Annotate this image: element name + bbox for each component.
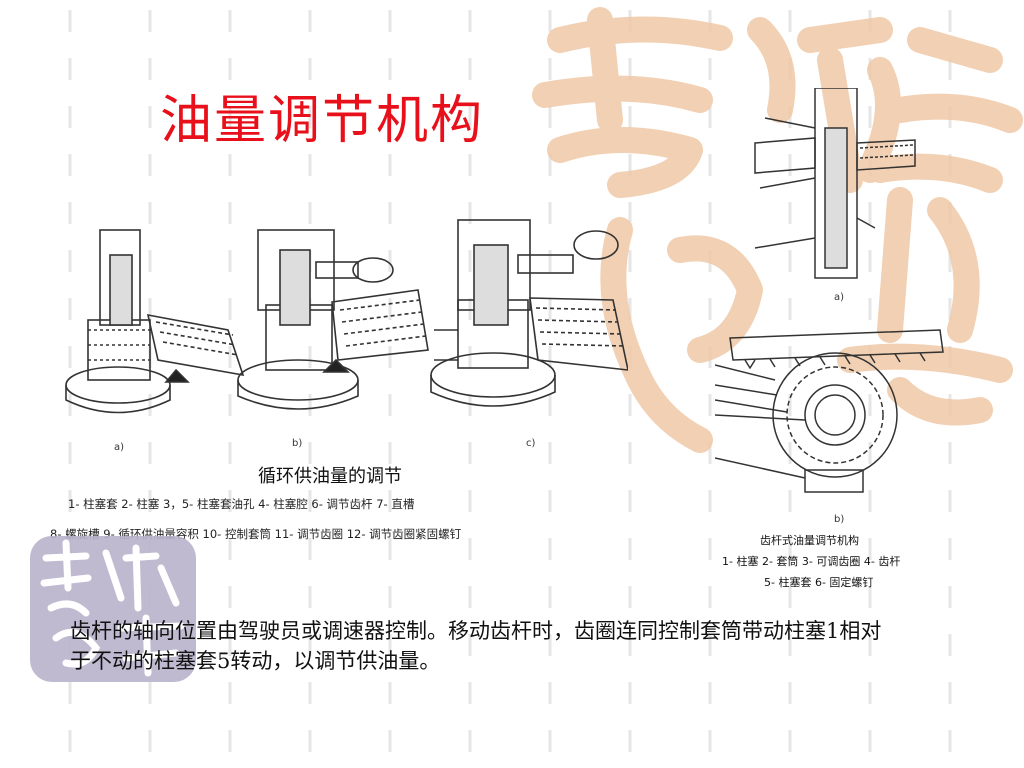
right-figure-legend-line-2: 5- 柱塞套 6- 固定螺钉 xyxy=(764,576,874,589)
main-figure-legend-line-1: 1- 柱塞套 2- 柱塞 3，5- 柱塞套油孔 4- 柱塞腔 6- 调节齿杆 7… xyxy=(68,497,415,511)
plunger-adjustment-figure xyxy=(65,219,628,414)
figure-a-drawing xyxy=(65,229,245,414)
right-figure-a-label: a) xyxy=(834,292,845,303)
decorative-seal-stamp xyxy=(30,536,196,682)
rack-mechanism-figure-a xyxy=(754,88,916,279)
figure-b-drawing xyxy=(237,229,429,410)
figure-b-label: b) xyxy=(292,438,303,449)
figure-a-label: a) xyxy=(114,442,125,453)
slide-title: 油量调节机构 xyxy=(160,91,485,151)
figure-c-label: c) xyxy=(526,438,536,449)
right-figure-b-label: b) xyxy=(834,514,845,525)
figure-c-drawing xyxy=(430,219,628,407)
right-figure-legend-line-1: 1- 柱塞 2- 套筒 3- 可调齿圈 4- 齿杆 xyxy=(722,555,901,568)
body-paragraph: 齿杆的轴向位置由驾驶员或调速器控制。移动齿杆时，齿圈连同控制套筒带动柱塞1相对于… xyxy=(70,619,882,673)
right-figure-caption: 齿杆式油量调节机构 xyxy=(760,534,859,547)
main-figure-caption: 循环供油量的调节 xyxy=(258,466,402,487)
rack-mechanism-figure-b xyxy=(715,329,944,493)
